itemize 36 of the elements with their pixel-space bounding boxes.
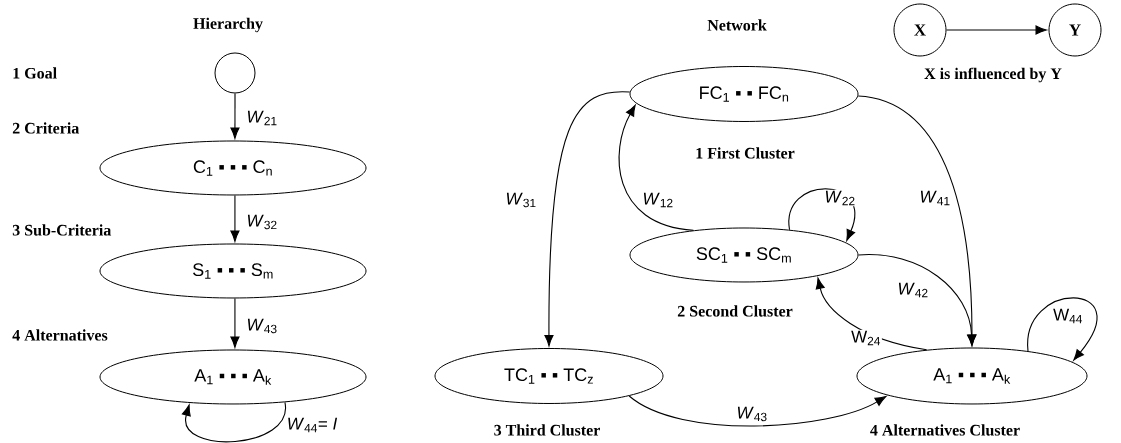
arrow: [230, 194, 240, 242]
edge-label: W$_{21}$: [245, 109, 279, 127]
arrow: [628, 395, 887, 427]
arrow: [1027, 297, 1098, 361]
edge-label: W$_{44}$: [1052, 307, 1084, 325]
edge-label: W$_{44}$= I: [285, 416, 339, 434]
arrow: [788, 188, 856, 241]
section-heading: Network: [707, 19, 767, 31]
edge-label: W$_{32}$: [245, 213, 279, 231]
arrow: [230, 92, 240, 139]
arrow: [815, 277, 928, 351]
edge-label: W$_{24}$: [850, 329, 882, 347]
edge-label: W$_{41}$: [918, 189, 952, 207]
arrow: [181, 401, 286, 443]
edge-label: W$_{31}$: [504, 191, 538, 209]
cluster-label: 3 Third Cluster: [494, 424, 600, 436]
edge-label: W$_{22}$: [823, 189, 857, 207]
edge-label: W$_{43}$: [245, 317, 279, 335]
cluster-label: 4 Alternatives Cluster: [870, 424, 1020, 436]
goal-circle: [214, 52, 256, 94]
section-heading: Hierarchy: [193, 17, 263, 33]
arrow: [945, 25, 1047, 35]
arrow: [618, 104, 694, 231]
cluster-label: 2 Second Cluster: [677, 305, 793, 317]
edge-label: W$_{43}$: [735, 405, 769, 423]
edge-label: W$_{12}$: [641, 191, 675, 209]
level-label: 4 Alternatives: [12, 329, 108, 341]
arrow: [544, 91, 631, 347]
edge-label: W$_{42}$: [896, 281, 930, 299]
level-label: 1 Goal: [13, 67, 57, 79]
legend-note: X is influenced by Y: [924, 67, 1062, 83]
cluster-label: 1 First Cluster: [696, 147, 795, 159]
level-label: 2 Criteria: [12, 122, 80, 134]
arrow: [857, 254, 977, 346]
level-label: 3 Sub-Criteria: [12, 224, 112, 236]
arrow: [230, 297, 240, 348]
